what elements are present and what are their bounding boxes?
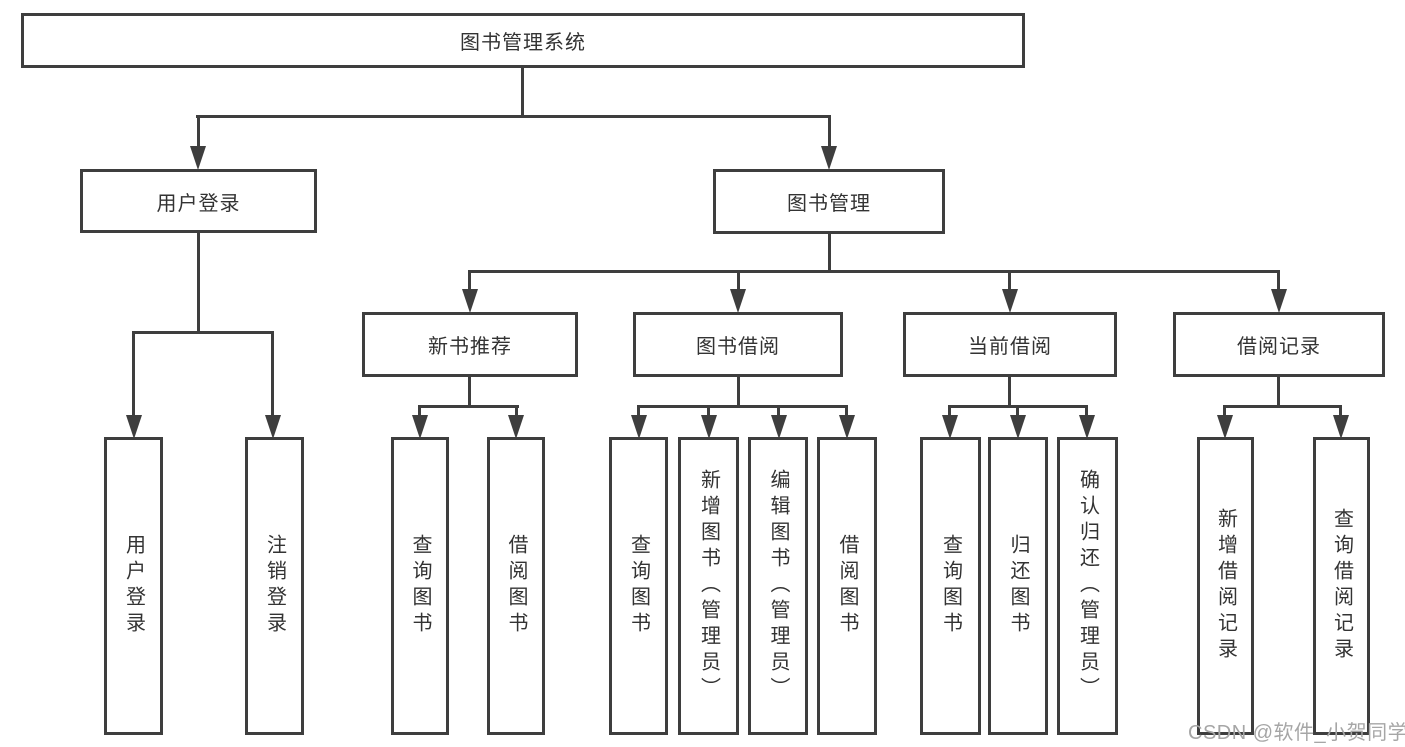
arrowhead-down-icon [1271, 289, 1287, 313]
connector-stem [197, 233, 200, 334]
leaf-add-book-admin: 新增图书（管理员） [678, 437, 739, 735]
connector-stem [197, 115, 200, 148]
leaf-search-books-recommend: 查询图书 [391, 437, 449, 735]
connector-branch [132, 331, 274, 334]
arrowhead-down-icon [462, 289, 478, 313]
connector-stem [1016, 405, 1019, 418]
connector-stem [777, 405, 780, 418]
arrowhead-down-icon [942, 415, 958, 439]
leaf-confirm-return-admin: 确认归还（管理员） [1057, 437, 1118, 735]
connector-stem [707, 405, 710, 418]
connector-branch [637, 405, 848, 408]
leaf-logout: 注销登录 [245, 437, 304, 735]
leaf-search-books-borrowing: 查询图书 [609, 437, 668, 735]
node-new-book-recommendation: 新书推荐 [362, 312, 578, 377]
node-book-management: 图书管理 [713, 169, 945, 234]
node-root-library-management-system: 图书管理系统 [21, 13, 1025, 68]
leaf-add-borrow-record: 新增借阅记录 [1197, 437, 1254, 735]
node-current-borrowing: 当前借阅 [903, 312, 1117, 377]
connector-stem [828, 234, 831, 273]
arrowhead-down-icon [1217, 415, 1233, 439]
node-book-borrowing: 图书借阅 [633, 312, 843, 377]
connector-stem [271, 331, 274, 417]
connector-stem [1008, 377, 1011, 408]
arrowhead-down-icon [821, 146, 837, 170]
node-borrowing-records: 借阅记录 [1173, 312, 1385, 377]
connector-stem [468, 377, 471, 408]
arrowhead-down-icon [631, 415, 647, 439]
node-user-login: 用户登录 [80, 169, 317, 233]
leaf-borrow-books-recommend: 借阅图书 [487, 437, 545, 735]
connector-stem [1223, 405, 1226, 418]
arrowhead-down-icon [508, 415, 524, 439]
arrowhead-down-icon [1010, 415, 1026, 439]
connector-stem [845, 405, 848, 418]
arrowhead-down-icon [771, 415, 787, 439]
leaf-borrow-books: 借阅图书 [817, 437, 877, 735]
leaf-search-books-current: 查询图书 [920, 437, 981, 735]
connector-branch [468, 270, 1280, 273]
connector-stem [515, 405, 518, 418]
leaf-return-book: 归还图书 [988, 437, 1048, 735]
arrowhead-down-icon [839, 415, 855, 439]
arrowhead-down-icon [190, 146, 206, 170]
connector-stem [637, 405, 640, 418]
arrowhead-down-icon [1079, 415, 1095, 439]
connector-branch [1223, 405, 1342, 408]
connector-stem [132, 331, 135, 417]
watermark: CSDN @软件_小贺同学 [1188, 722, 1405, 744]
connector-stem [948, 405, 951, 418]
connector-branch [418, 405, 519, 408]
connector-stem [737, 270, 740, 292]
leaf-edit-book-admin: 编辑图书（管理员） [748, 437, 808, 735]
leaf-search-borrow-record: 查询借阅记录 [1313, 437, 1370, 735]
connector-root-branch [196, 115, 831, 118]
connector-root-stem [521, 68, 524, 118]
connector-stem [418, 405, 421, 418]
connector-stem [1277, 270, 1280, 292]
connector-stem [1008, 270, 1011, 292]
connector-stem [1277, 377, 1280, 408]
connector-stem [468, 270, 471, 292]
arrowhead-down-icon [1333, 415, 1349, 439]
arrowhead-down-icon [730, 289, 746, 313]
connector-stem [1085, 405, 1088, 418]
arrowhead-down-icon [1002, 289, 1018, 313]
arrowhead-down-icon [265, 415, 281, 439]
connector-stem [1339, 405, 1342, 418]
arrowhead-down-icon [126, 415, 142, 439]
arrowhead-down-icon [412, 415, 428, 439]
arrowhead-down-icon [701, 415, 717, 439]
connector-stem [737, 377, 740, 408]
leaf-user-login: 用户登录 [104, 437, 163, 735]
connector-stem [828, 115, 831, 148]
